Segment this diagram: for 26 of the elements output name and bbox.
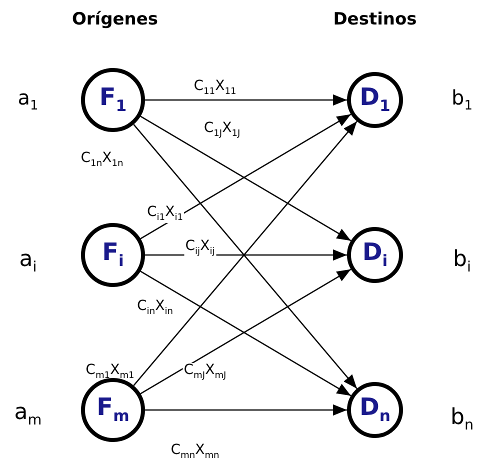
edge-label: C$_{1J}$X$_{1J}$ bbox=[202, 121, 242, 139]
node-label: F$_{i}$ bbox=[102, 240, 124, 270]
edge-label: C$_{11}$X$_{11}$ bbox=[192, 79, 238, 97]
node-label: F$_{m}$ bbox=[96, 395, 130, 425]
node-label: D$_{i}$ bbox=[362, 240, 388, 270]
arrow bbox=[145, 404, 347, 416]
header-label: Orígenes bbox=[72, 12, 158, 28]
edge-label: C$_{1n}$X$_{1n}$ bbox=[80, 151, 124, 169]
edge-label: C$_{mn}$X$_{mn}$ bbox=[170, 443, 220, 461]
edge-label: C$_{i1}$X$_{i1}$ bbox=[146, 205, 184, 223]
edge-label: C$_{mJ}$X$_{mJ}$ bbox=[182, 363, 228, 381]
edge-label: C$_{m1}$X$_{m1}$ bbox=[84, 363, 136, 381]
edge-label: C$_{ij}$X$_{ij}$ bbox=[184, 239, 216, 257]
node-label: D$_{n}$ bbox=[359, 395, 391, 425]
demand-label: b$_{i}$ bbox=[453, 249, 471, 275]
supply-label: a$_{1}$ bbox=[18, 88, 38, 112]
supply-label: a$_{i}$ bbox=[19, 249, 37, 275]
destination-circle bbox=[347, 72, 403, 128]
arrow bbox=[145, 94, 347, 106]
node-label: F$_{1}$ bbox=[99, 85, 127, 115]
header-label: Destinos bbox=[333, 12, 417, 28]
node-label: D$_{1}$ bbox=[360, 85, 390, 115]
edge-label: C$_{in}$X$_{in}$ bbox=[136, 299, 174, 317]
supply-label: a$_{m}$ bbox=[14, 402, 42, 428]
demand-label: b$_{n}$ bbox=[450, 407, 474, 433]
demand-label: b$_{1}$ bbox=[452, 88, 472, 112]
